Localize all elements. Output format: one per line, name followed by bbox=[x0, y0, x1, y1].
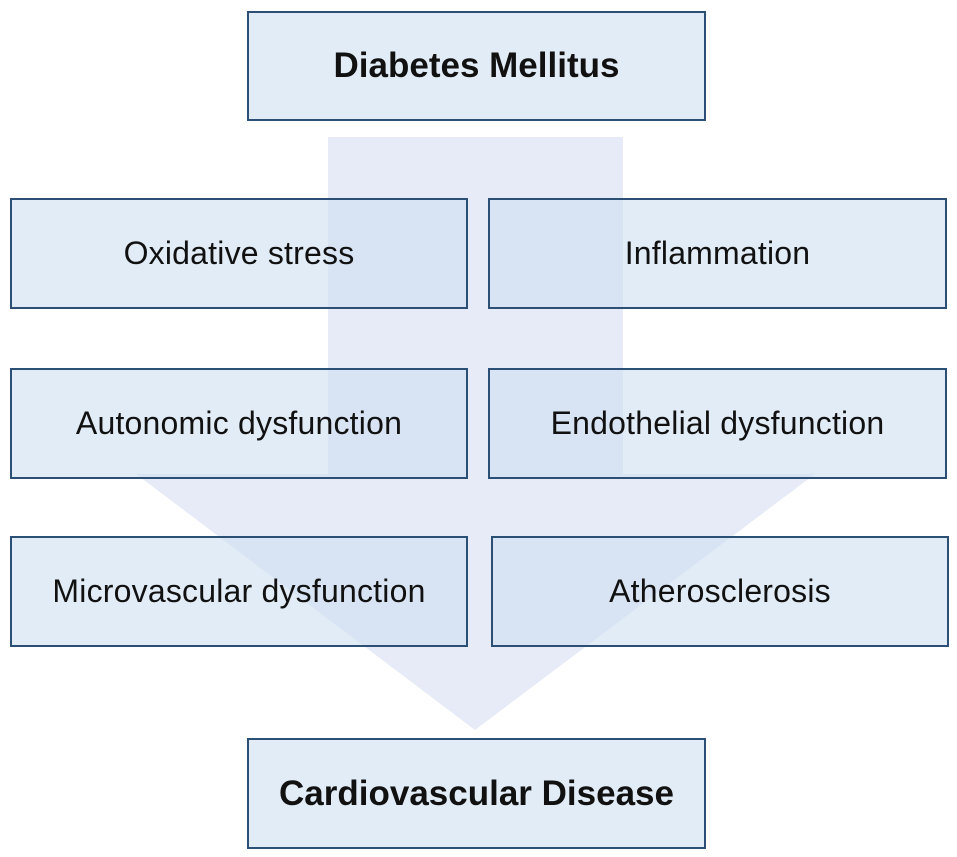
oxidative-stress-label: Oxidative stress bbox=[123, 235, 355, 271]
endothelial-dysfunction-label: Endothelial dysfunction bbox=[550, 405, 885, 441]
microvascular-dysfunction-label: Microvascular dysfunction bbox=[52, 573, 426, 609]
inflammation-label: Inflammation bbox=[624, 235, 811, 271]
atherosclerosis-label: Atherosclerosis bbox=[609, 573, 831, 609]
oxidative-stress-box: Oxidative stress bbox=[10, 198, 468, 309]
cardiovascular-disease-box: Cardiovascular Disease bbox=[247, 738, 706, 849]
diabetes-mellitus-box: Diabetes Mellitus bbox=[247, 11, 706, 121]
autonomic-dysfunction-label: Autonomic dysfunction bbox=[75, 405, 403, 441]
cardiovascular-disease-label: Cardiovascular Disease bbox=[279, 773, 674, 813]
atherosclerosis-box: Atherosclerosis bbox=[491, 536, 949, 647]
endothelial-dysfunction-box: Endothelial dysfunction bbox=[488, 368, 947, 479]
inflammation-box: Inflammation bbox=[488, 198, 947, 309]
microvascular-dysfunction-box: Microvascular dysfunction bbox=[10, 536, 468, 647]
autonomic-dysfunction-box: Autonomic dysfunction bbox=[10, 368, 468, 479]
diabetes-mellitus-label: Diabetes Mellitus bbox=[333, 46, 620, 85]
